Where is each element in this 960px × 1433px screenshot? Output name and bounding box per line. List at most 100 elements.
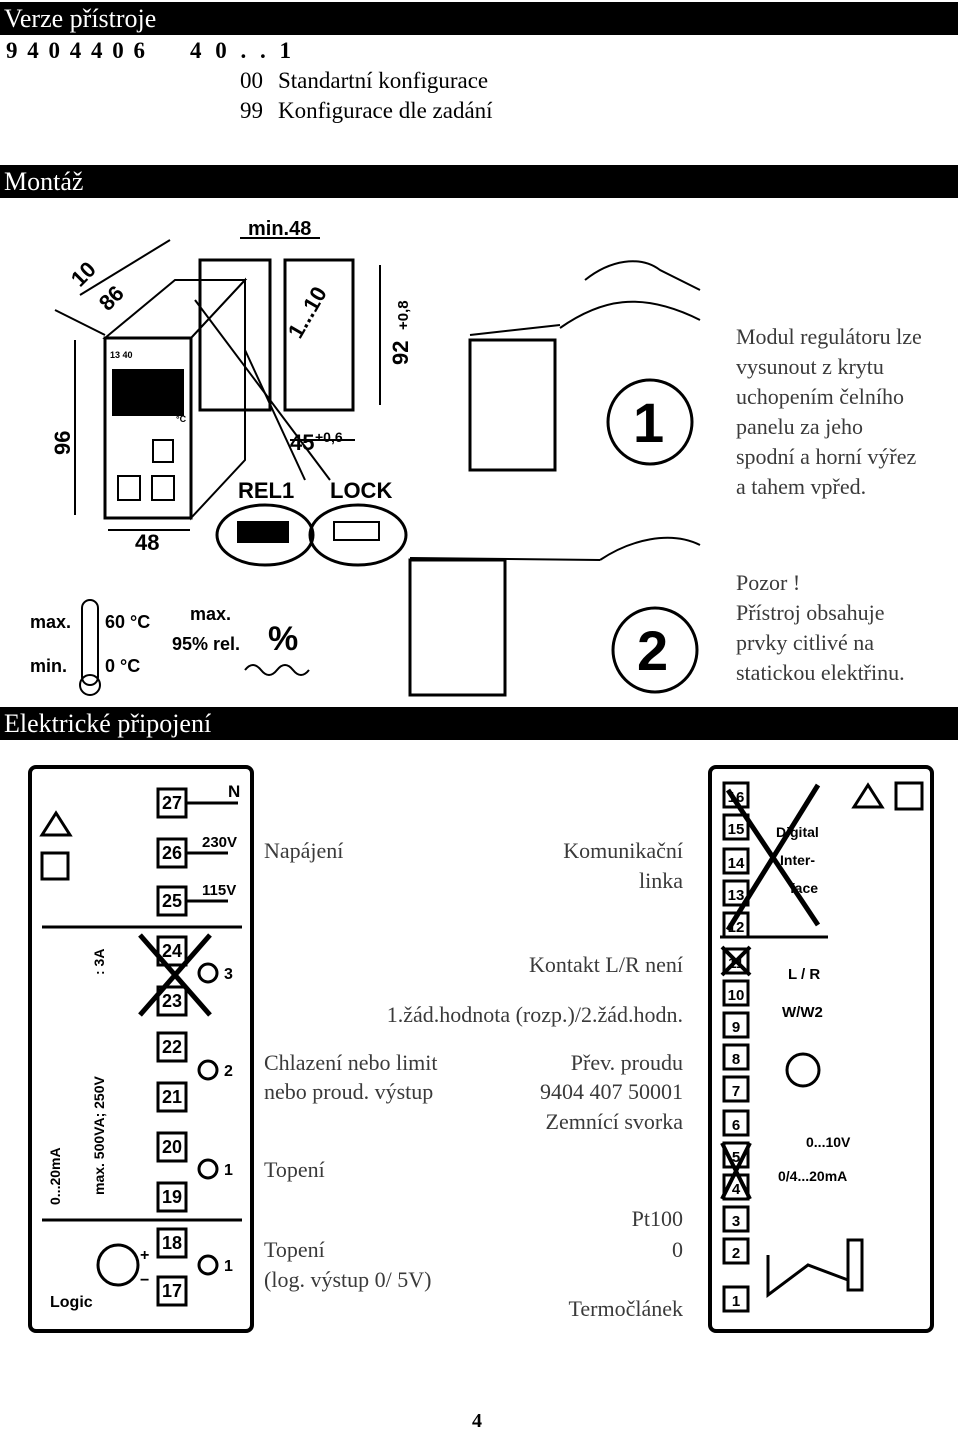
dim-48: 48: [135, 530, 159, 555]
logic-plus-label: +: [140, 1247, 149, 1264]
relay-current-label: : 3A: [91, 949, 107, 975]
lr-input-label: L / R: [788, 966, 820, 983]
terminal-3: 3: [732, 1213, 740, 1230]
terminal-20: 20: [162, 1137, 182, 1157]
temp-max-label: max.: [30, 612, 71, 632]
step-1-number: 1: [633, 391, 664, 454]
step-2-number: 2: [637, 619, 668, 682]
option-label: Konfigurace dle zadání: [278, 98, 493, 123]
mounting-drawing: 10 86 min.48 96 48 1...10 92 +0,8 45 +0,…: [30, 218, 701, 697]
prevodnik-label: Přev. proudu: [570, 1050, 683, 1075]
supply-n-label: N: [228, 782, 240, 801]
dim-1-10: 1...10: [283, 282, 332, 342]
topeni-label: Topení: [264, 1157, 325, 1182]
terminal-21: 21: [162, 1087, 182, 1107]
left-terminal-diagram: 27 26 25 24 23 22 21 20 19 18 17 N 230V …: [28, 765, 254, 1333]
device-degc-label: °C: [176, 414, 187, 424]
terminal-1: 1: [732, 1293, 740, 1310]
terminal-18: 18: [162, 1233, 182, 1253]
napajeni-label: Napájení: [264, 838, 344, 863]
pt100-label: Pt100: [631, 1206, 683, 1231]
prevodnik-code: 9404 407 50001: [540, 1079, 683, 1104]
terminal-25: 25: [162, 891, 182, 911]
order-code-part2: 4 0 . . 1: [190, 38, 295, 63]
terminal-27: 27: [162, 793, 182, 813]
terminal-23: 23: [162, 991, 182, 1011]
topeni-logic-desc: (log. výstup 0/ 5V): [264, 1267, 432, 1292]
zemnici-label: Zemnící svorka: [545, 1109, 683, 1134]
komunikacni-label: Komunikační: [563, 838, 683, 863]
termoclanek-label: Termočlánek: [568, 1296, 683, 1321]
komunikacni-linka-label: linka: [639, 868, 683, 893]
current-range-label: 0...20mA: [47, 1147, 63, 1205]
digital-interface-label-2: Inter-: [780, 852, 815, 868]
topeni-logic-label: Topení: [264, 1237, 325, 1262]
dim-86: 86: [94, 281, 129, 316]
terminal-24: 24: [162, 941, 182, 961]
dim-92-tolerance: +0,8: [395, 300, 412, 330]
right-terminal-diagram: 16 15 14 13 12 11 10 9 8 7 6 5 4 3 2 1 D…: [708, 765, 934, 1333]
voltage-input-label: 0...10V: [806, 1134, 851, 1150]
device-id-label: 13 40: [110, 350, 133, 360]
terminal-6: 6: [732, 1117, 740, 1134]
terminal-16: 16: [728, 789, 745, 806]
terminal-11: 11: [728, 955, 744, 972]
supply-115v-label: 115V: [202, 882, 236, 899]
electrical-section-title: Elektrické připojení: [0, 707, 958, 740]
chlazeni-desc: nebo proud. výstup: [264, 1079, 434, 1104]
terminal-13: 13: [728, 887, 745, 904]
dim-min48: min.48: [248, 218, 311, 240]
page-number: 4: [472, 1410, 482, 1432]
dim-45-tolerance: +0,6: [315, 429, 343, 445]
order-code-part1: 9 4 0 4 4 0 6: [6, 38, 147, 63]
temp-min-label: min.: [30, 656, 67, 676]
humidity-rel-label: 95% rel.: [172, 634, 240, 654]
terminal-9: 9: [732, 1019, 740, 1036]
relay-2-label: 2: [224, 1063, 233, 1080]
kontakt-lr-label: Kontakt L/R není: [529, 952, 683, 977]
terminal-7: 7: [732, 1083, 740, 1100]
logic-minus-label: −: [140, 1272, 149, 1289]
dim-96: 96: [50, 431, 75, 455]
current-input-label: 0/4...20mA: [778, 1168, 847, 1184]
version-section-title: Verze přístroje: [0, 2, 958, 35]
terminal-26: 26: [162, 843, 182, 863]
terminal-14: 14: [728, 855, 745, 872]
relay-rating-label: max. 500VA; 250V: [91, 1076, 107, 1195]
temp-min-value: 0 °C: [105, 656, 140, 676]
option-code: 99: [240, 98, 263, 123]
terminal-5: 5: [732, 1149, 740, 1166]
option-code: 00: [240, 68, 263, 93]
terminal-22: 22: [162, 1037, 182, 1057]
humidity-percent-icon: %: [268, 620, 298, 658]
zero-label: 0: [672, 1237, 683, 1262]
kontakt-lr-desc: 1.žád.hodnota (rozp.)/2.žád.hodn.: [386, 1002, 683, 1027]
logic-output-1-label: 1: [224, 1258, 233, 1275]
relay-3-label: 3: [224, 966, 233, 983]
mounting-section-title: Montáž: [0, 165, 958, 198]
terminal-19: 19: [162, 1187, 182, 1207]
humidity-max-label: max.: [190, 604, 231, 624]
digital-interface-label-1: Digital: [776, 824, 819, 840]
terminal-15: 15: [728, 821, 745, 838]
supply-230v-label: 230V: [202, 834, 237, 851]
dim-92: 92: [388, 341, 413, 365]
option-label: Standartní konfigurace: [278, 68, 489, 93]
terminal-2: 2: [732, 1245, 740, 1262]
chlazeni-label: Chlazení nebo limit: [264, 1050, 438, 1075]
instruction-text: Modul regulátoru lze vysunout z krytu uc…: [736, 324, 922, 499]
terminal-4: 4: [732, 1181, 741, 1198]
ww2-input-label: W/W2: [782, 1004, 823, 1021]
esd-warning-text: Pozor ! Přístroj obsahuje prvky citlivé …: [736, 570, 905, 685]
terminal-8: 8: [732, 1051, 740, 1068]
lock-label: LOCK: [330, 478, 392, 503]
terminal-12: 12: [728, 919, 745, 936]
digital-interface-label-3: face: [790, 880, 818, 896]
terminal-10: 10: [728, 987, 745, 1004]
relay-1-label: 1: [224, 1162, 233, 1179]
terminal-17: 17: [162, 1281, 182, 1301]
dim-45: 45: [290, 430, 314, 455]
logic-label: Logic: [50, 1294, 93, 1311]
temp-max-value: 60 °C: [105, 612, 150, 632]
rel1-label: REL1: [238, 478, 294, 503]
